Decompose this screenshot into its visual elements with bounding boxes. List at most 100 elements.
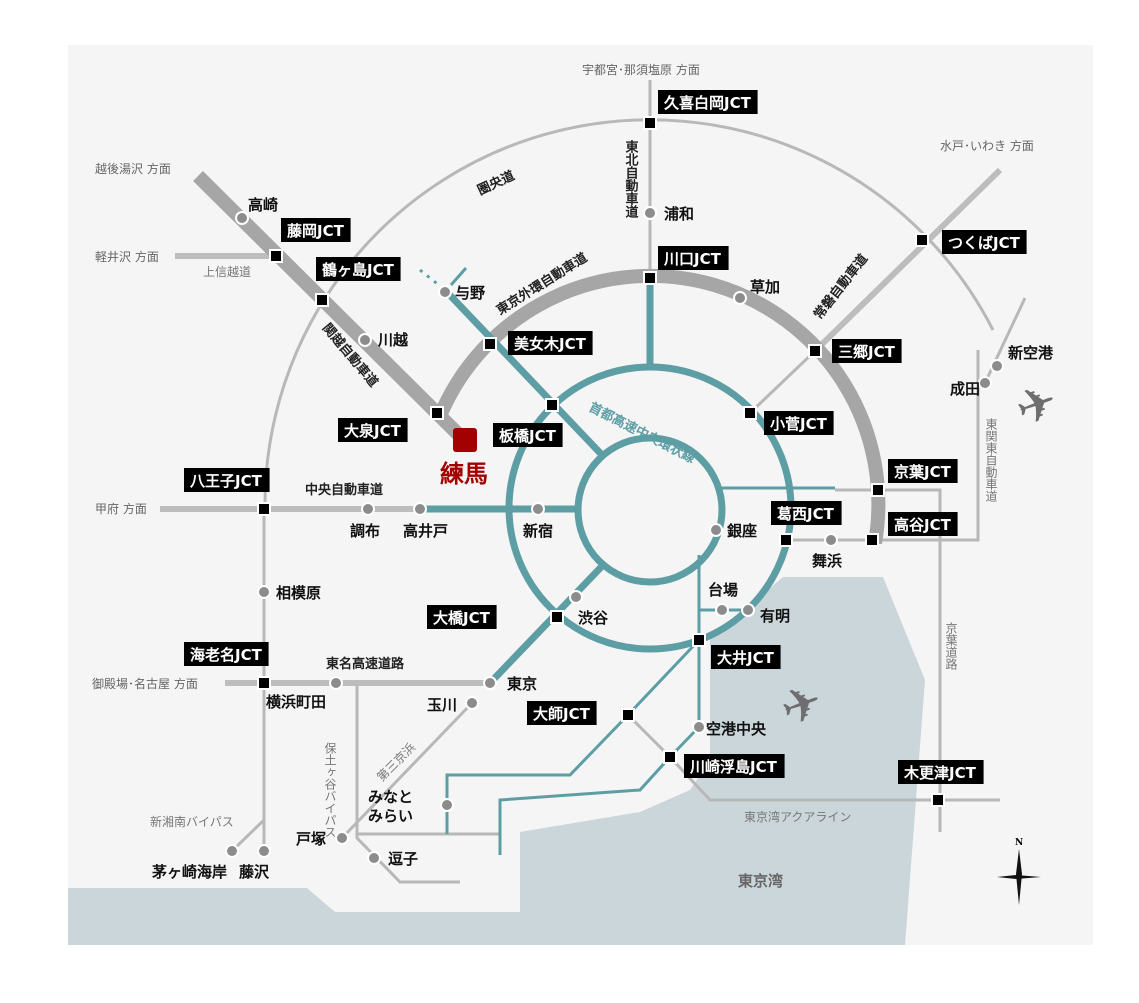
svg-text:つくばJCT: つくばJCT xyxy=(948,234,1021,252)
higashikanto-road xyxy=(786,350,980,542)
svg-text:久喜白岡JCT: 久喜白岡JCT xyxy=(664,94,752,112)
dot-fujisawa xyxy=(257,844,271,858)
svg-text:大井JCT: 大井JCT xyxy=(717,649,775,667)
destination-label: 練馬 xyxy=(440,460,488,488)
svg-text:海老名JCT: 海老名JCT xyxy=(190,646,263,664)
jct-label[interactable]: 小菅JCT xyxy=(764,411,834,435)
ikebukuro-route xyxy=(442,287,606,459)
dot-chigasaki xyxy=(225,844,239,858)
label-takasaki: 高崎 xyxy=(248,196,278,214)
dir-gotemba: 御殿場･名古屋 方面 xyxy=(92,676,198,691)
svg-text:大泉JCT: 大泉JCT xyxy=(344,422,402,440)
jct-marker-kuki xyxy=(643,116,657,130)
road-label-hodogaya: 保土ヶ谷バイパス xyxy=(323,742,337,838)
gaikan-arc xyxy=(433,268,886,545)
jct-marker-kosuge xyxy=(743,406,757,420)
dir-mito: 水戸･いわき 方面 xyxy=(940,138,1034,153)
dot-shinjuku xyxy=(531,502,545,516)
yono-spur xyxy=(449,267,468,286)
jct-label[interactable]: 美女木JCT xyxy=(508,331,593,355)
label-yokohamamachida: 横浜町田 xyxy=(266,693,326,711)
label-shibuya: 渋谷 xyxy=(578,609,609,627)
road-label-keiyo: 京葉道路 xyxy=(944,622,958,671)
label-daiba: 台場 xyxy=(708,581,738,599)
jct-label[interactable]: 葛西JCT xyxy=(771,501,842,525)
jct-label[interactable]: 木更津JCT xyxy=(898,760,984,784)
dot-kukochuo xyxy=(692,720,706,734)
label-shinkuko: 新空港 xyxy=(1008,344,1054,362)
shinshonan-road xyxy=(230,818,266,853)
jct-label[interactable]: 藤岡JCT xyxy=(281,218,351,242)
dot-ginza xyxy=(709,523,723,537)
svg-text:大師JCT: 大師JCT xyxy=(533,705,591,723)
road-label-higashikanto: 東関東自動車道 xyxy=(984,418,998,502)
jct-label[interactable]: 高谷JCT xyxy=(888,512,958,536)
label-narita: 成田 xyxy=(950,380,980,398)
label-sagamihara: 相模原 xyxy=(276,584,321,602)
jct-marker-hachioji xyxy=(257,502,271,516)
kenodo-arc xyxy=(263,118,995,510)
dir-echigo: 越後湯沢 方面 xyxy=(95,161,171,176)
jct-marker-misato xyxy=(808,344,822,358)
shutoko-thin-roads xyxy=(419,267,835,855)
jct-label[interactable]: 三郷JCT xyxy=(832,339,902,363)
label-kawagoe: 川越 xyxy=(377,331,409,349)
dot-soka xyxy=(733,291,747,305)
jct-label[interactable]: 大泉JCT xyxy=(338,418,408,442)
label-chigasaki: 茅ヶ崎海岸 xyxy=(152,863,227,881)
svg-text:川崎浮島JCT: 川崎浮島JCT xyxy=(689,758,778,776)
destination-marker[interactable] xyxy=(453,428,477,452)
jct-label[interactable]: 八王子JCT xyxy=(184,468,270,492)
svg-text:木更津JCT: 木更津JCT xyxy=(903,764,977,782)
svg-text:板橋JCT: 板橋JCT xyxy=(499,427,557,445)
dot-yono xyxy=(438,285,452,299)
label-soka: 草加 xyxy=(750,278,780,296)
jct-marker-kasai xyxy=(779,533,793,547)
svg-text:三郷JCT: 三郷JCT xyxy=(838,343,896,361)
label-tamagawa: 玉川 xyxy=(427,696,457,714)
shibuya-route xyxy=(487,560,608,686)
yokohama-port-land xyxy=(462,742,660,830)
jct-label[interactable]: つくばJCT xyxy=(942,230,1027,254)
road-label-chuo: 中央自動車道 xyxy=(305,482,383,498)
jct-label[interactable]: 鶴ヶ島JCT xyxy=(316,257,401,281)
label-takaido: 高井戸 xyxy=(403,522,448,540)
svg-text:美女木JCT: 美女木JCT xyxy=(514,335,587,353)
label-tokyowan: 東京湾 xyxy=(738,872,783,890)
jct-label[interactable]: 川口JCT xyxy=(658,246,729,270)
dot-tamagawa xyxy=(465,696,479,710)
place-dots xyxy=(225,206,1004,865)
label-minatomirai-2: みらい xyxy=(368,807,413,825)
label-minatomirai: みなと xyxy=(368,788,413,806)
dot-kawagoe xyxy=(358,333,372,347)
jct-label[interactable]: 久喜白岡JCT xyxy=(658,90,758,114)
svg-text:八王子JCT: 八王子JCT xyxy=(189,472,263,490)
jct-marker-keiyo xyxy=(871,483,885,497)
svg-text:鶴ヶ島JCT: 鶴ヶ島JCT xyxy=(322,261,395,279)
svg-text:藤岡JCT: 藤岡JCT xyxy=(287,222,345,240)
jct-marker-daishi xyxy=(621,708,635,722)
road-label-tomei: 東名高速道路 xyxy=(326,656,405,672)
jct-marker-tsurugashima xyxy=(315,293,329,307)
jct-label[interactable]: 川崎浮島JCT xyxy=(684,754,785,778)
jct-label[interactable]: 大井JCT xyxy=(711,645,781,669)
dir-utsunomiya: 宇都宮･那須塩原 方面 xyxy=(582,62,700,77)
compass-north-icon: N xyxy=(997,838,1041,905)
thin-roads xyxy=(230,80,1027,884)
jct-marker-fujioka xyxy=(269,249,283,263)
dot-maihama xyxy=(824,533,838,547)
dir-karuizawa: 軽井沢 方面 xyxy=(95,249,159,264)
jct-label[interactable]: 大師JCT xyxy=(527,701,597,725)
jct-label[interactable]: 海老名JCT xyxy=(184,642,269,666)
jct-label[interactable]: 大橋JCT xyxy=(427,605,497,629)
jct-marker-tsukuba xyxy=(915,233,929,247)
label-yono: 与野 xyxy=(455,284,485,302)
aqualine-road xyxy=(626,713,1000,802)
label-kukochuo: 空港中央 xyxy=(706,720,767,738)
label-ariake: 有明 xyxy=(760,607,790,625)
label-chofu: 調布 xyxy=(350,522,380,540)
road-label-shinshonan: 新湘南バイパス xyxy=(150,814,234,829)
jct-label[interactable]: 京葉JCT xyxy=(888,459,958,483)
label-shinjuku: 新宿 xyxy=(523,522,553,540)
jct-label[interactable]: 板橋JCT xyxy=(493,423,563,447)
